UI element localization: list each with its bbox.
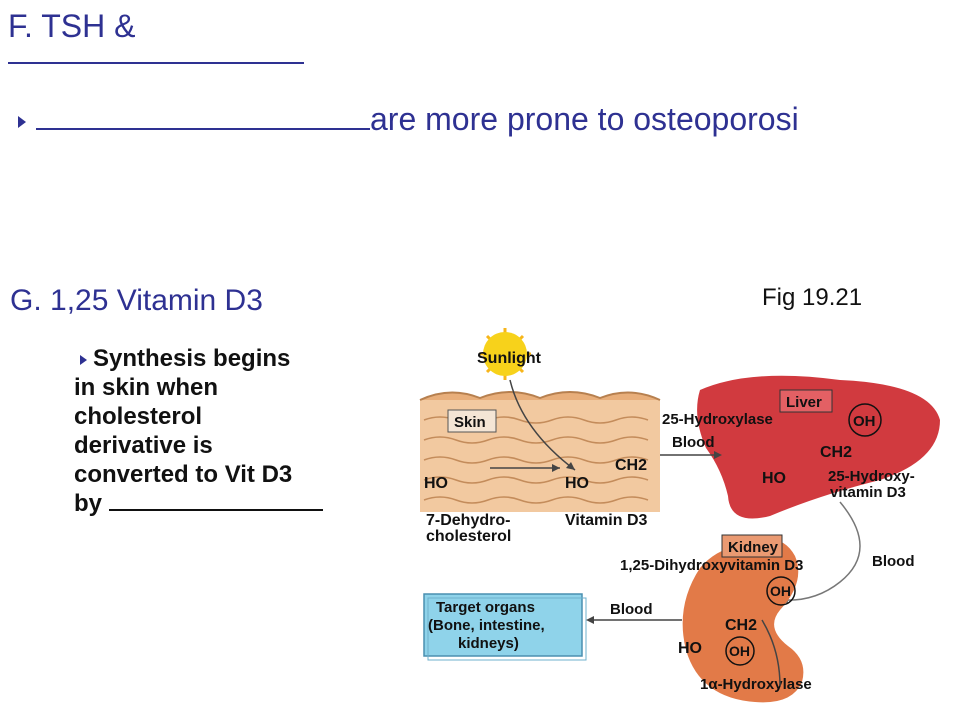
ho-skin-right: HO: [565, 475, 589, 492]
section-f-title: F. TSH &: [8, 8, 136, 44]
fill-in-blank: [108, 489, 323, 511]
ch2-kidney: CH2: [725, 617, 757, 634]
vitamin-d3-label: Vitamin D3: [565, 512, 648, 529]
skin-label: Skin: [454, 414, 486, 431]
sunlight-label: Sunlight: [477, 350, 542, 367]
ch2-liver: CH2: [820, 444, 852, 461]
oh-kidney-1: OH: [770, 583, 791, 599]
bullet-line-6: by: [74, 490, 103, 517]
kidney-label: Kidney: [728, 539, 779, 556]
section-f-bullet: are more prone to osteoporosi: [18, 98, 799, 139]
ho-kidney: HO: [678, 640, 702, 657]
hydroxy-vit-line-2: vitamin D3: [830, 484, 906, 501]
fill-in-blank: [36, 98, 370, 130]
bullet-line-5: converted to Vit D3: [74, 461, 293, 488]
hydroxy-vit-line-1: 25-Hydroxy-: [828, 468, 915, 485]
ho-skin-left: HO: [424, 475, 448, 492]
alpha-hydroxylase-label: 1α-Hydroxylase: [700, 676, 812, 693]
bullet-arrow-icon: [80, 354, 87, 365]
dihydroxy-label: 1,25-Dihydroxyvitamin D3: [620, 557, 803, 574]
bullet-arrow-icon: [18, 115, 26, 128]
hydroxylase-25-label: 25-Hydroxylase: [662, 411, 773, 428]
ho-liver: HO: [762, 470, 786, 487]
bullet-line-1: Synthesis begins: [93, 345, 291, 372]
liver-to-kidney-arrow: [781, 501, 861, 601]
sun-icon: [479, 328, 531, 380]
dehydro-line-2: cholesterol: [426, 528, 511, 545]
bullet-line-3: cholesterol: [74, 403, 203, 430]
sunlight-arrow: [509, 379, 576, 471]
liver-label: Liver: [786, 394, 822, 411]
section-f-bullet-text: are more prone to osteoporosi: [370, 101, 799, 137]
target-line-3: kidneys): [458, 635, 519, 652]
target-line-2: (Bone, intestine,: [428, 617, 545, 634]
vitamin-d-synthesis-figure: Sunlight Skin HO HO CH2 7-Dehydro- chole…: [419, 328, 940, 703]
oh-liver: OH: [853, 413, 876, 430]
blood-label-2: Blood: [872, 553, 915, 570]
bullet-line-4: derivative is: [74, 432, 213, 459]
oh-kidney-2: OH: [729, 643, 750, 659]
section-g-title: G. 1,25 Vitamin D3: [10, 284, 263, 317]
section-g-bullet: Synthesis begins in skin when cholestero…: [74, 344, 374, 518]
section-f-blank-line: [8, 62, 304, 64]
ch2-skin: CH2: [615, 457, 647, 474]
blood-label-1: Blood: [672, 434, 715, 451]
dehydro-line-1: 7-Dehydro-: [426, 512, 510, 529]
blood-label-3: Blood: [610, 601, 653, 618]
target-line-1: Target organs: [436, 599, 535, 616]
figure-label: Fig 19.21: [762, 284, 863, 311]
bullet-line-2: in skin when: [74, 374, 219, 401]
